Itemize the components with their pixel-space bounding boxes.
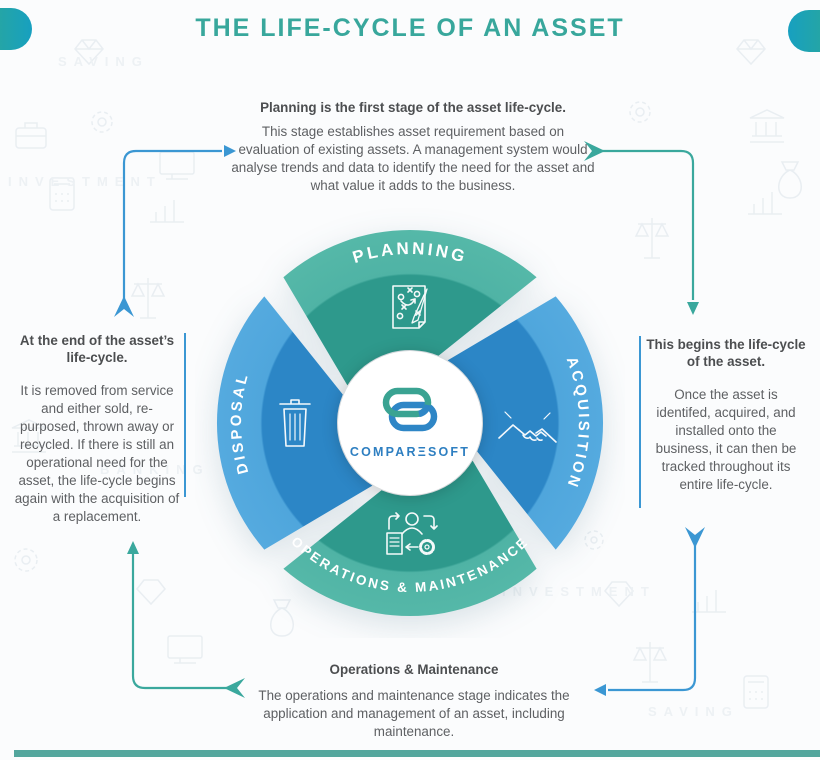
callout-acquisition: This begins the life-cycle of the asset.…	[646, 336, 806, 494]
callout-planning: Planning is the first stage of the asset…	[230, 99, 596, 195]
bg-chart-icon	[748, 192, 782, 215]
bg-gear-icon	[91, 111, 113, 133]
svg-text:DISPOSAL: DISPOSAL	[228, 370, 252, 476]
bg-moneybag-icon	[778, 161, 802, 199]
bg-word: SAVING	[648, 704, 739, 719]
bg-word: INVESTMENT	[8, 174, 162, 189]
comparesoft-logo-mark	[382, 387, 438, 432]
bg-monitor-icon	[167, 635, 203, 664]
bg-chart-icon	[150, 200, 184, 223]
segment-planning	[283, 229, 537, 386]
trash-can-icon	[279, 399, 311, 447]
lifecycle-diagram: PLANNING ACQUISITION DISPOSAL OPERATIONS…	[216, 229, 604, 617]
callout-disposal-heading: At the end of the asset’s life-cycle.	[19, 333, 175, 366]
divider-line-right	[639, 336, 641, 508]
callout-operations: Operations & Maintenance The operations …	[246, 661, 582, 741]
page-title: THE LIFE-CYCLE OF AN ASSET	[195, 14, 625, 42]
bg-diamond-icon	[736, 39, 766, 66]
callout-operations-heading: Operations & Maintenance	[329, 662, 499, 677]
comparesoft-wordmark: COMPARΞSOFT	[350, 445, 470, 459]
bg-scales-icon	[130, 278, 166, 319]
callout-acquisition-heading: This begins the life-cycle of the asset.	[646, 337, 806, 370]
comparesoft-logo: COMPARΞSOFT	[338, 351, 482, 495]
bg-bank-icon	[749, 109, 785, 143]
bg-calculator-icon	[743, 675, 769, 709]
callout-operations-body: The operations and maintenance stage ind…	[258, 688, 570, 740]
bg-calculator-icon	[49, 177, 75, 211]
bg-diamond-icon	[74, 39, 104, 66]
bg-gear-icon	[14, 548, 38, 572]
bg-chart-icon	[692, 590, 726, 613]
bg-scales-icon	[632, 642, 668, 683]
callout-disposal: At the end of the asset’s life-cycle. It…	[14, 332, 180, 525]
bg-word: SAVING	[58, 54, 149, 69]
callout-acquisition-body: Once the asset is identifed, acquired, a…	[655, 386, 797, 492]
operations-cycle-icon	[386, 512, 438, 555]
bg-gear-icon	[629, 101, 651, 123]
callout-planning-body: This stage establishes asset requirement…	[231, 124, 595, 194]
bg-diamond-icon	[136, 579, 166, 606]
divider-line-left	[184, 333, 186, 497]
callout-planning-heading: Planning is the first stage of the asset…	[260, 100, 566, 115]
corner-pill-top-right	[788, 10, 820, 52]
bg-monitor-icon	[159, 151, 195, 180]
segment-acquisition	[447, 296, 604, 550]
bg-briefcase-icon	[15, 122, 47, 149]
segment-label-disposal: DISPOSAL	[228, 370, 249, 476]
segment-operations	[283, 460, 537, 617]
callout-disposal-body: It is removed from service and either so…	[14, 382, 180, 524]
bg-scales-icon	[634, 218, 670, 259]
footer-bar	[14, 750, 820, 757]
strategy-plan-icon	[392, 285, 428, 329]
handshake-icon	[498, 411, 557, 443]
